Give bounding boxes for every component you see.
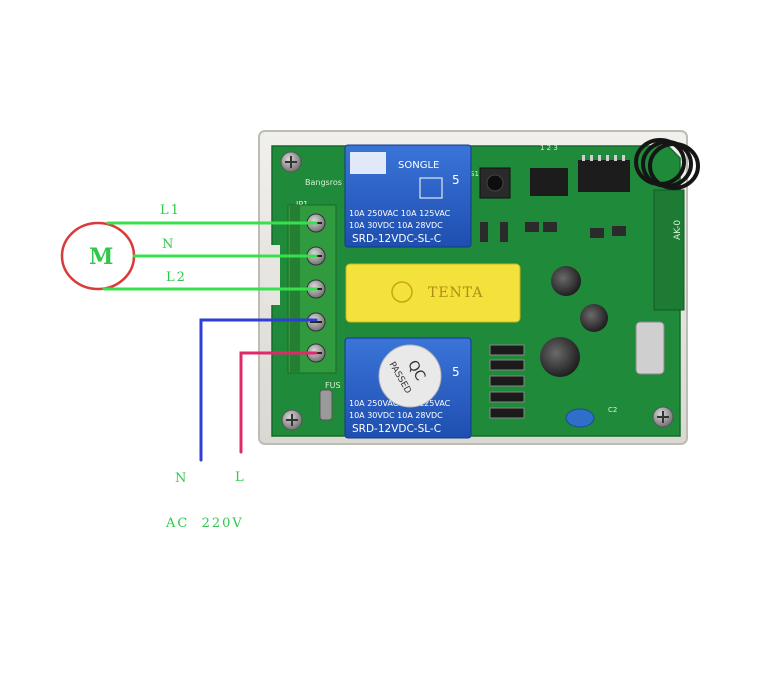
relay-top-brand: SONGLE [398, 160, 439, 171]
wires [102, 221, 318, 462]
mount-screw-tl [280, 151, 302, 173]
ic-chip-1 [530, 168, 568, 196]
diode-row [489, 344, 525, 419]
ic-chip-2 [578, 160, 630, 192]
relay-top-model: SRD-12VDC-SL-C [352, 233, 441, 245]
label-l-bottom: L [235, 470, 246, 485]
motor-label: M [89, 244, 113, 270]
label-n-top: N [162, 237, 175, 252]
silk-top-pins: 1 2 3 [540, 144, 558, 152]
label-l1: L1 [160, 203, 181, 218]
antenna-coil [634, 138, 700, 190]
terminal-screws [306, 213, 326, 363]
motor: M [60, 221, 136, 291]
wire-n-bottom [199, 318, 318, 462]
rf-module [653, 189, 685, 311]
push-button [479, 167, 511, 199]
relay-bottom-line2: 10A 30VDC 10A 28VDC [349, 411, 443, 420]
wire-l-bottom [239, 351, 318, 454]
fuse: FUS [319, 381, 341, 421]
qc-sticker: QC PASSED [378, 344, 442, 408]
electrolytic-cap-2 [580, 304, 608, 332]
label-l2: L2 [166, 270, 187, 285]
relay-top-number: 5 [452, 173, 460, 187]
relay-bottom-number: 5 [452, 365, 460, 379]
crystal [635, 321, 665, 375]
silk-brand: Bangsros [305, 178, 342, 187]
fuse-label: FUS [325, 381, 341, 390]
ceramic-cap [565, 408, 595, 428]
label-supply: AC 220V [165, 516, 244, 531]
relay-bottom-model: SRD-12VDC-SL-C [352, 423, 441, 435]
electrolytic-cap-1 [551, 266, 581, 296]
mount-screw-br [652, 406, 674, 428]
relay-top: SONGLE 5 10A 250VAC 10A 125VAC 10A 30VDC… [344, 144, 472, 248]
label-n-bottom: N [175, 471, 188, 486]
silk-c2: C2 [608, 406, 617, 414]
capacitor-label: TENTA [428, 285, 484, 301]
relay-top-line1: 10A 250VAC 10A 125VAC [349, 209, 451, 218]
x2-capacitor: TENTA [345, 263, 521, 323]
relay-top-line2: 10A 30VDC 10A 28VDC [349, 221, 443, 230]
terminal-block: JP1 [287, 200, 337, 374]
mount-screw-bl [281, 409, 303, 431]
electrolytic-cap-3 [540, 337, 580, 377]
silk-s1: S1 [470, 170, 479, 178]
relay-board: Bangsros 1 2 3 S1 C2 SONGLE 5 10A 250VAC… [258, 130, 700, 445]
module-label: AK-0 [673, 220, 683, 240]
